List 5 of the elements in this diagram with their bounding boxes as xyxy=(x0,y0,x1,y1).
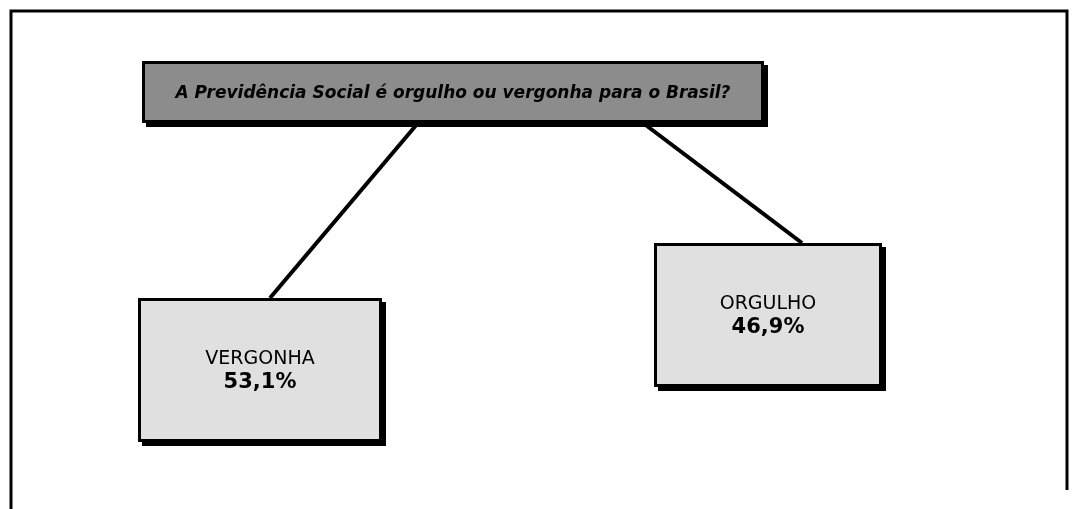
answer-label: ORGULHO xyxy=(719,291,817,314)
question-text: A Previdência Social é orgulho ou vergonha para o Brasil? xyxy=(175,82,731,102)
percentage-value: 53,1% xyxy=(223,368,297,394)
answer-label: VERGONHA xyxy=(205,346,315,369)
percentage-value: 46,9% xyxy=(731,313,805,339)
